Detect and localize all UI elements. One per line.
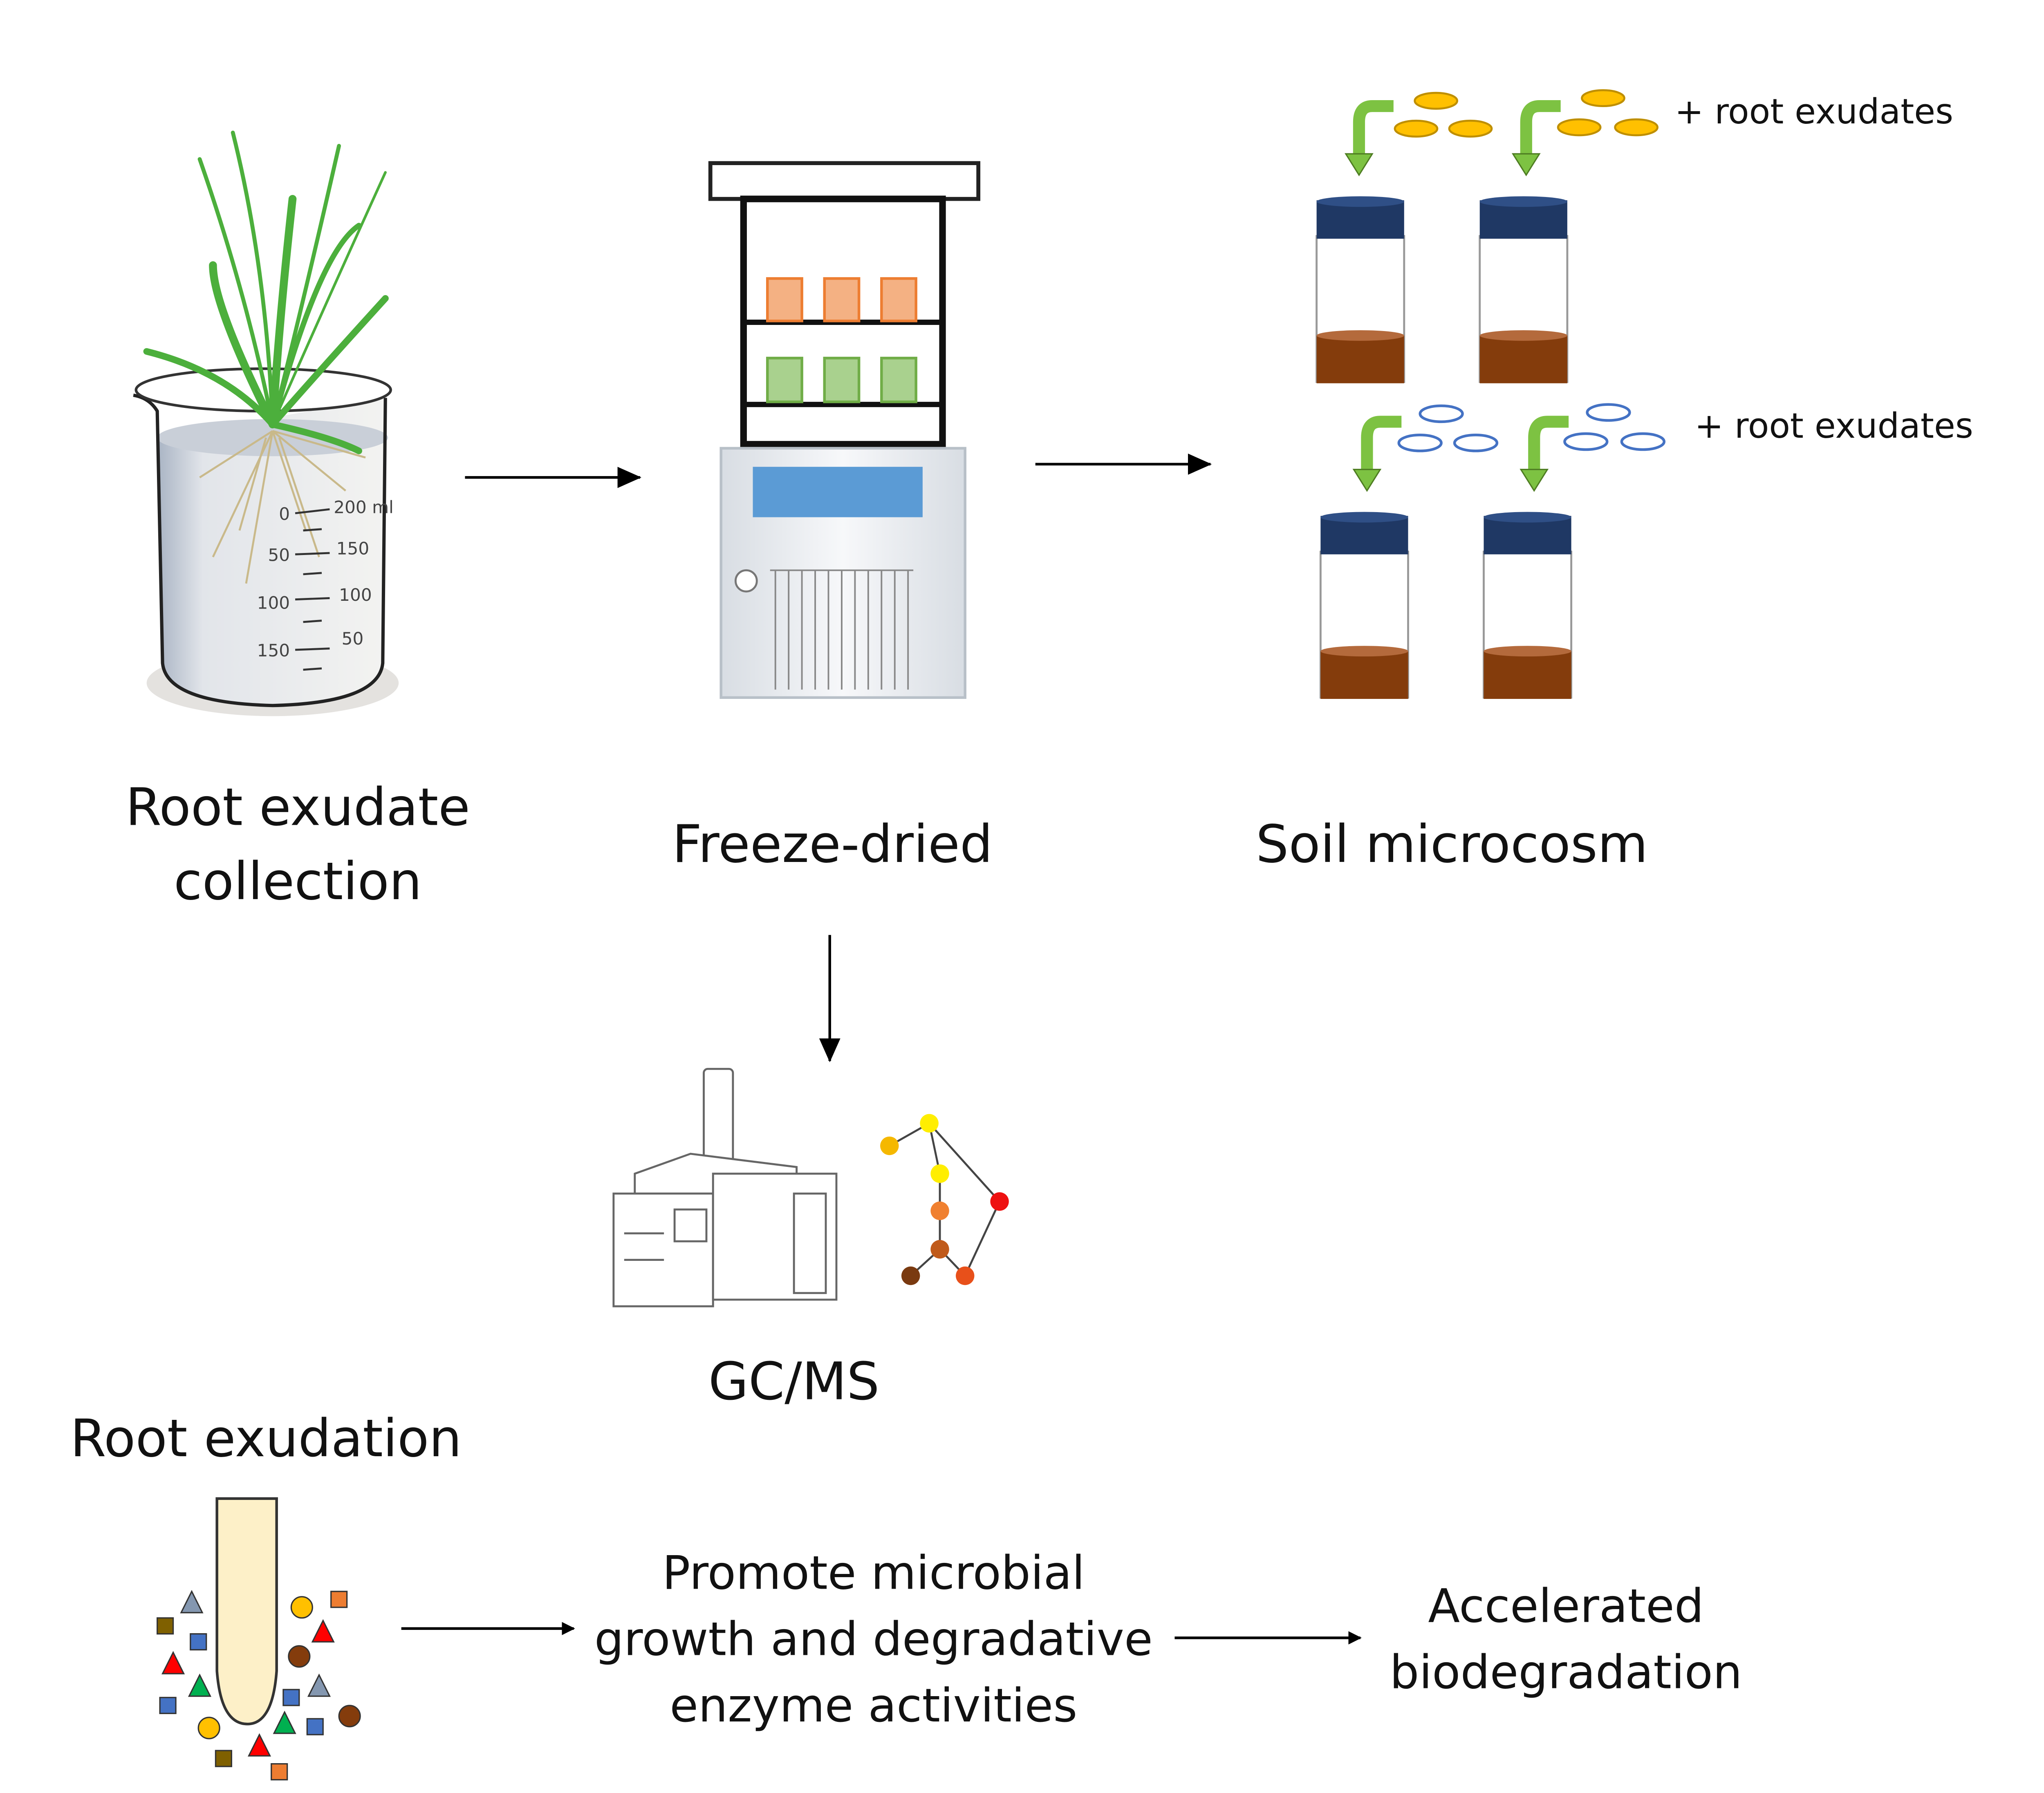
vial-icon [1320, 512, 1408, 699]
green-arrow-icon [1513, 106, 1561, 175]
soil-microcosm-illustration [1317, 89, 1666, 699]
label-soil-microcosm: Soil microcosm [1256, 814, 1648, 874]
vial-icon [1484, 512, 1571, 699]
label-accelerated-2: biodegradation [1390, 1645, 1742, 1699]
beaker-scale-left: 150 [257, 640, 290, 660]
beaker-scale-right: 100 [339, 585, 372, 605]
label-root-exudate-collection-1: Root exudate [126, 777, 470, 837]
label-promote-1: Promote microbial [662, 1546, 1085, 1600]
blue-exudate-icons [1397, 403, 1666, 452]
label-gcms: GC/MS [708, 1351, 880, 1411]
label-promote-3: enzyme activities [670, 1679, 1077, 1733]
green-arrow-icon [1346, 106, 1394, 175]
beaker-scale-left: 50 [268, 545, 290, 565]
green-arrow-icon [1521, 422, 1569, 491]
beaker-scale-left: 0 [279, 504, 290, 524]
label-root-exudate-collection-2: collection [174, 851, 422, 911]
label-promote-2: growth and degradative [594, 1612, 1153, 1666]
green-arrow-icon [1354, 422, 1401, 491]
beaker-scale-right: 50 [342, 629, 364, 649]
freeze-dryer-illustration [708, 161, 981, 699]
treatment-label-1: + root exudates [1675, 92, 1953, 132]
label-root-exudation: Root exudation [70, 1408, 462, 1468]
label-accelerated-1: Accelerated [1428, 1579, 1704, 1633]
vial-icon [1480, 196, 1567, 383]
label-freeze-dried: Freeze-dried [672, 814, 993, 874]
beaker-scale-left: 100 [257, 593, 290, 613]
root-exudation-illustration [157, 1497, 361, 1781]
gcms-instrument-illustration [612, 1068, 838, 1307]
beaker-scale-right: 150 [336, 538, 370, 558]
vial-icon [1317, 196, 1404, 383]
beaker-scale-right: 200 ml [334, 497, 394, 517]
yellow-exudate-icons [1394, 89, 1659, 138]
treatment-label-2: + root exudates [1694, 406, 1973, 446]
beaker-with-plant-illustration: 0 50 100 150 200 ml 150 100 50 [133, 130, 399, 716]
molecule-icon [880, 1114, 1009, 1285]
